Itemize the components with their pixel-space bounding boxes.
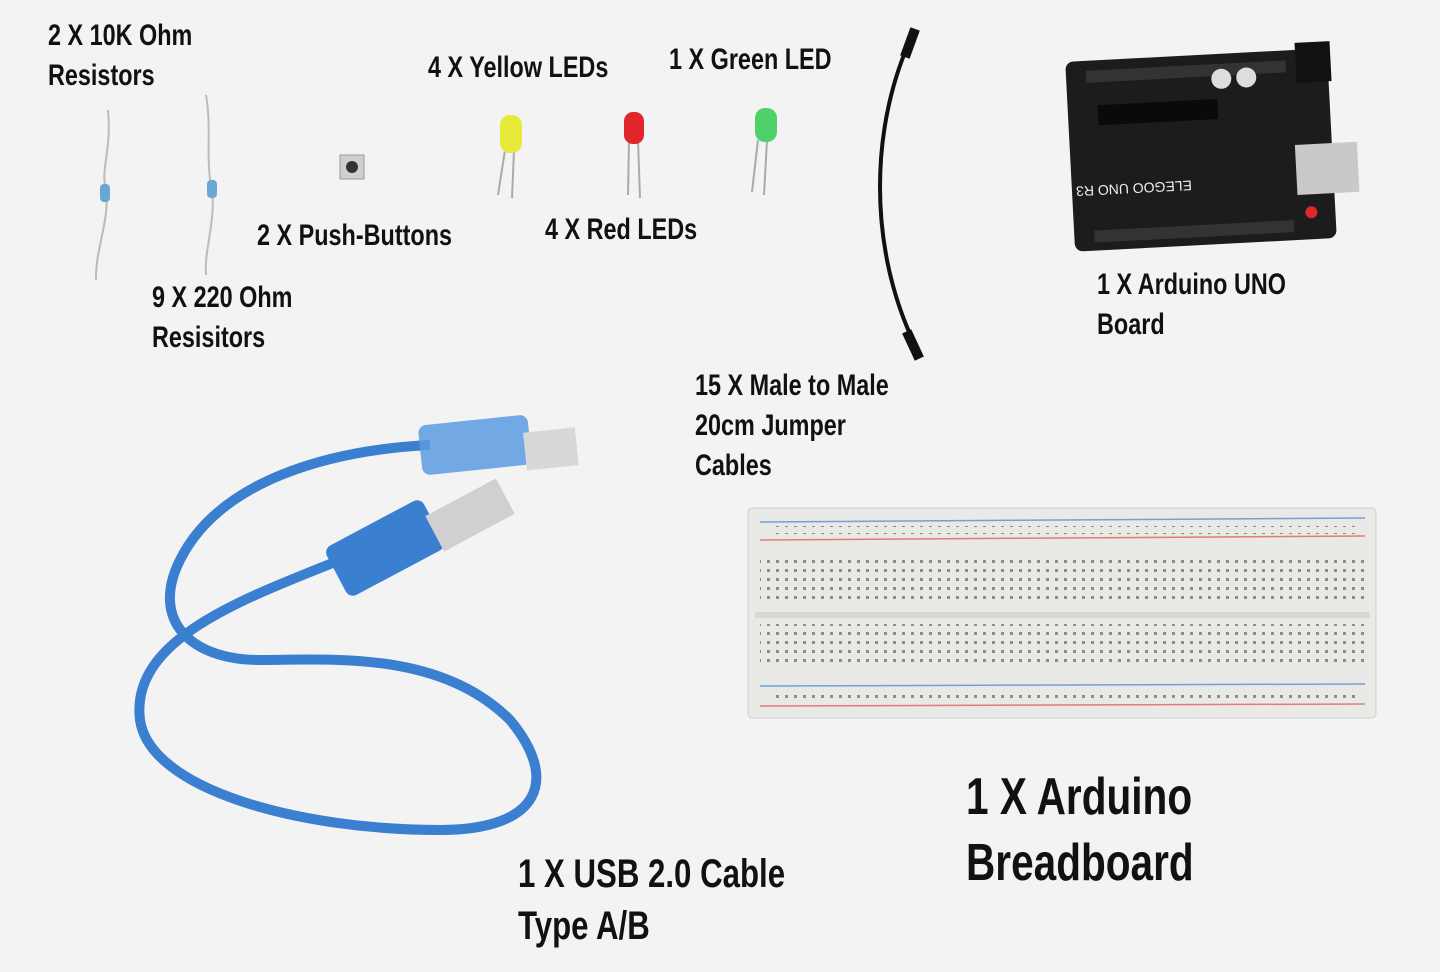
board-marking: ELEGOO UNO R3: [1075, 177, 1192, 199]
arduino-uno-board: ELEGOO UNO R3: [1065, 41, 1360, 252]
usb-b-connector: [418, 415, 579, 475]
label-usb-cable: 1 X USB 2.0 Cable Type A/B: [518, 852, 786, 948]
label-arduino-uno: 1 X Arduino UNO Board: [1097, 268, 1286, 341]
green-led: [751, 108, 777, 196]
yellow-led: [497, 115, 522, 199]
jumper-wire: [878, 27, 924, 361]
push-button: [339, 154, 365, 180]
label-yellow-leds: 4 X Yellow LEDs: [428, 51, 609, 84]
breadboard: [747, 507, 1377, 719]
label-breadboard: 1 X Arduino Breadboard: [966, 768, 1194, 892]
label-red-leds: 4 X Red LEDs: [545, 213, 698, 246]
usb-cable: [134, 440, 542, 836]
label-220-resistors: 9 X 220 Ohm Resisitors: [152, 281, 293, 354]
resistor-220: [204, 94, 217, 276]
label-10k-resistors: 2 X 10K Ohm Resistors: [48, 19, 193, 92]
label-green-led: 1 X Green LED: [669, 43, 832, 76]
resistor-10k: [94, 109, 110, 281]
label-jumper-cables: 15 X Male to Male 20cm Jumper Cables: [695, 369, 889, 482]
usb-a-connector: [326, 478, 515, 596]
label-push-buttons: 2 X Push-Buttons: [257, 219, 453, 252]
red-led: [624, 112, 644, 199]
